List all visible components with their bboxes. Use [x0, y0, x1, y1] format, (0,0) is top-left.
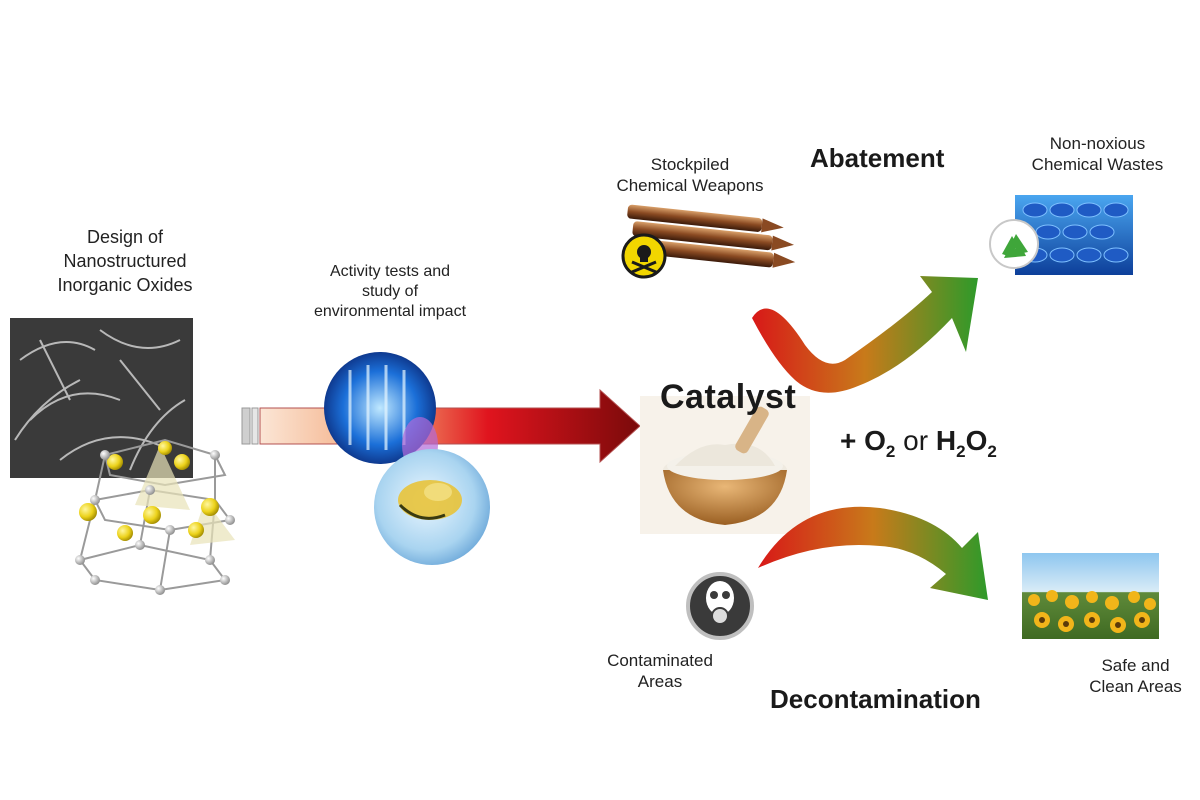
non-noxious-label: Non-noxious Chemical Wastes — [1031, 134, 1164, 174]
activity-label: Activity tests and study of environmenta… — [313, 263, 467, 320]
abatement-title: Abatement — [810, 143, 945, 173]
abatement-curved-arrow — [752, 276, 978, 393]
sem-micrograph-image — [10, 318, 193, 478]
reagent-formula: + O2 or H2O2 — [840, 425, 997, 461]
catalyst-title: Catalyst — [660, 378, 797, 416]
sunflower-field-image — [1022, 553, 1159, 639]
design-label: Design of Nanostructured Inorganic Oxide… — [57, 227, 193, 295]
recycle-icon — [989, 219, 1039, 269]
gas-mask-icon — [686, 572, 754, 640]
decontamination-title: Decontamination — [770, 684, 981, 714]
stockpiled-label: Stockpiled Chemical Weapons — [616, 155, 764, 195]
contaminated-label: Contaminated Areas — [607, 651, 713, 691]
decontamination-curved-arrow — [758, 506, 988, 600]
microorganism-bubble — [374, 449, 490, 565]
safe-label: Safe and Clean Areas — [1089, 656, 1182, 696]
chemical-weapon-shells-image — [627, 204, 796, 268]
crystal-structure — [75, 438, 235, 595]
skull-hazard-icon — [621, 233, 667, 279]
catalyst-powder-bowl — [640, 396, 810, 534]
